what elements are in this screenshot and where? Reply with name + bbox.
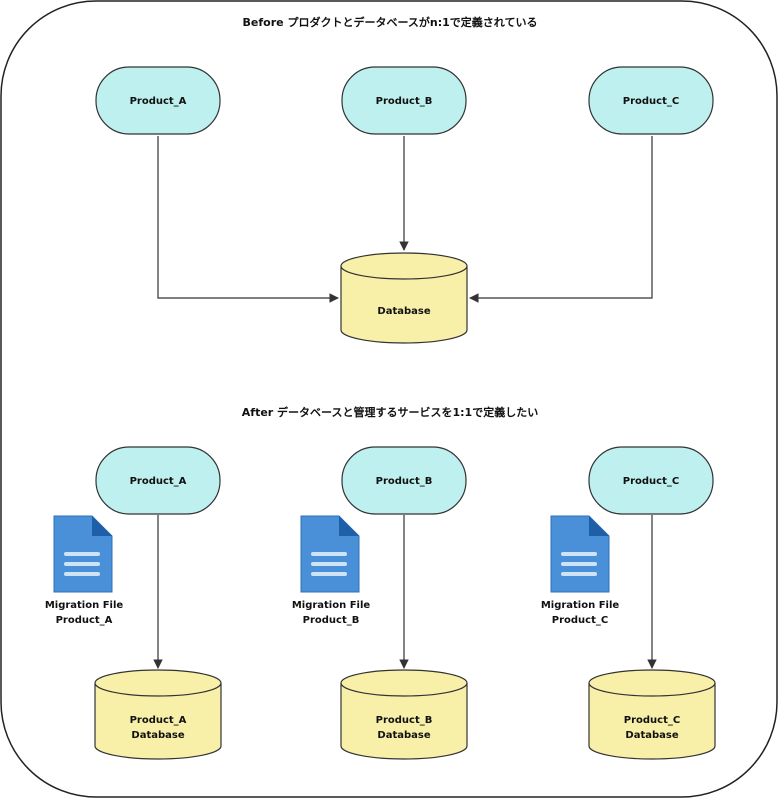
- document-icon: [550, 515, 610, 593]
- after-database-c-line1: Product_C: [624, 715, 680, 726]
- before-connectors: [157, 136, 653, 303]
- after-database-b-line1: Product_B: [376, 715, 433, 726]
- document-icon: [300, 515, 360, 593]
- after-database-c: Product_C Database: [588, 669, 716, 760]
- after-product-b: Product_B: [341, 446, 467, 515]
- migration-file-a-line2: Product_A: [56, 615, 113, 626]
- migration-file-c-line2: Product_C: [552, 615, 608, 626]
- before-product-c: Product_C: [588, 66, 714, 135]
- before-product-b-label: Product_B: [376, 96, 433, 107]
- after-database-a-line1: Product_A: [130, 715, 187, 726]
- before-database: Database: [340, 252, 468, 344]
- after-product-a: Product_A: [95, 446, 221, 515]
- migration-file-c-line1: Migration File: [541, 600, 620, 611]
- migration-file-b-line1: Migration File: [292, 600, 371, 611]
- edge-product-a-to-database: [157, 136, 339, 303]
- after-product-c-label: Product_C: [623, 476, 679, 487]
- after-product-b-label: Product_B: [376, 476, 433, 487]
- before-database-label: Database: [377, 306, 430, 317]
- before-product-c-label: Product_C: [623, 96, 679, 107]
- after-database-a: Product_A Database: [94, 669, 222, 760]
- after-database-b: Product_B Database: [340, 669, 468, 760]
- after-product-a-label: Product_A: [130, 476, 187, 487]
- edge-product-c-to-database: [469, 136, 653, 303]
- document-icon: [53, 515, 113, 593]
- after-database-a-line2: Database: [131, 730, 184, 741]
- before-title: Before プロダクトとデータベースがn:1で定義されている: [243, 15, 538, 29]
- before-product-a-label: Product_A: [130, 96, 187, 107]
- migration-file-b-line2: Product_B: [303, 615, 360, 626]
- after-title: After データベースと管理するサービスを1:1で定義したい: [242, 405, 538, 419]
- before-product-b: Product_B: [341, 66, 467, 135]
- after-database-b-line2: Database: [377, 730, 430, 741]
- after-product-c: Product_C: [588, 446, 714, 515]
- after-connectors: [153, 515, 657, 669]
- migration-file-a-line1: Migration File: [45, 600, 124, 611]
- before-product-a: Product_A: [95, 66, 221, 135]
- after-database-c-line2: Database: [625, 730, 678, 741]
